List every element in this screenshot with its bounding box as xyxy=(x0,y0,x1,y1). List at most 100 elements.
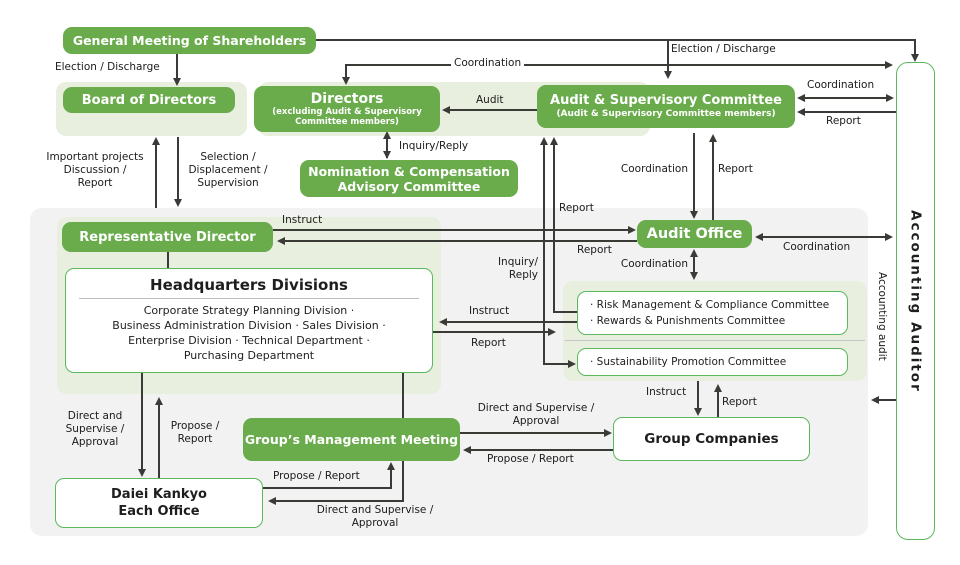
edge-auditor-asc-report xyxy=(801,111,896,113)
committees-divider xyxy=(565,340,865,341)
node-accounting-auditor: Accounting Auditor xyxy=(896,62,935,540)
edge-daiei-hq-arrowhead xyxy=(155,397,163,405)
edge-directors-nomination-arrowhead-up xyxy=(383,131,391,139)
node-group-companies: Group Companies xyxy=(613,417,810,461)
edge-gmm-gc-arrowhead xyxy=(604,429,612,437)
edge-asc-sustainability-v xyxy=(543,144,545,364)
node-representative-director: Representative Director xyxy=(62,222,273,252)
edge-daiei-hq-propose xyxy=(158,404,160,478)
node-risk-committees-label: · Risk Management & Compliance Committee… xyxy=(590,299,830,327)
edge-hq-daiei-arrowhead xyxy=(138,469,146,477)
node-daiei-label: Daiei Kankyo Each Office xyxy=(111,487,207,519)
edge-gmm-daiei-arrowhead xyxy=(268,497,276,505)
edge-directors-nomination-arrowhead-down xyxy=(383,151,391,159)
edge-committees-asc-v xyxy=(553,144,555,313)
edge-gms-board-arrowhead xyxy=(173,78,181,86)
edge-daiei-gmm-h xyxy=(263,487,392,489)
label-propose-report-daiei-gmm: Propose / Report xyxy=(273,470,360,482)
node-rep-director-label: Representative Director xyxy=(79,229,256,245)
node-group-management-meeting: Group’s Management Meeting xyxy=(243,418,460,461)
label-instruct-committees-hq: Instruct xyxy=(469,305,510,317)
label-report-auditoffice-rep: Report xyxy=(577,244,612,256)
edge-rep-hq xyxy=(167,252,169,268)
edge-committees-asc-arrowhead xyxy=(550,137,558,145)
edge-board-rep-arrowhead xyxy=(174,199,182,207)
label-inquiry-reply-top: Inquiry/Reply xyxy=(399,140,469,152)
edge-board-rep-supervision xyxy=(177,137,179,200)
label-inquiry-reply-mid: Inquiry/ Reply xyxy=(497,256,538,282)
node-directors: Directors (excluding Audit & Supervisory… xyxy=(254,86,440,132)
edge-auditoffice-auditor-arrowhead-right xyxy=(885,233,893,241)
label-election-discharge-left: Election / Discharge xyxy=(55,61,160,73)
edge-auditoffice-asc-arrowhead xyxy=(709,134,717,142)
node-directors-sublabel: (excluding Audit & Supervisory Committee… xyxy=(272,106,422,127)
node-board-label: Board of Directors xyxy=(81,92,217,108)
edge-asc-auditor-arrowhead-right xyxy=(886,94,894,102)
edge-auditor-group-audit xyxy=(875,399,896,401)
label-instruct-committee-gc: Instruct xyxy=(646,386,687,398)
edge-auditoffice-asc-report xyxy=(712,141,714,220)
node-gmm-label: Group’s Management Meeting xyxy=(244,432,459,447)
node-board-of-directors: Board of Directors xyxy=(63,87,235,113)
edge-committees-hq-instruct xyxy=(443,321,577,323)
edge-rep-board-report xyxy=(155,144,157,208)
label-audit: Audit xyxy=(476,94,504,106)
edge-committee-gc-arrowhead xyxy=(694,408,702,416)
edge-gc-gmm-arrowhead xyxy=(463,446,471,454)
edge-asc-directors-audit xyxy=(446,109,537,111)
edge-hq-gmm xyxy=(402,373,404,418)
label-propose-report-gc-gmm: Propose / Report xyxy=(487,453,574,465)
node-hq-title: Headquarters Divisions xyxy=(150,276,348,294)
label-coordination-auditoffice-committees: Coordination xyxy=(620,258,688,270)
edge-auditor-asc-report-arrowhead xyxy=(797,108,805,116)
node-general-meeting: General Meeting of Shareholders xyxy=(63,27,316,54)
node-headquarters-divisions: Headquarters Divisions Corporate Strateg… xyxy=(65,268,433,373)
edge-daiei-gmm-v xyxy=(390,467,392,489)
edge-auditoffice-committees xyxy=(693,254,695,276)
edge-directors-auditor-drop xyxy=(345,64,347,78)
edge-committee-gc-instruct xyxy=(697,381,699,408)
label-coordination-directors-auditor: Coordination xyxy=(451,57,525,71)
node-accounting-auditor-label: Accounting Auditor xyxy=(907,209,924,393)
label-coordination-asc-auditoffice: Coordination xyxy=(620,163,688,175)
node-audit-office-label: Audit Office xyxy=(646,226,743,242)
edge-asc-auditoffice-arrowhead xyxy=(690,211,698,219)
edge-asc-sustainability-arrowhead-right xyxy=(568,360,576,368)
edge-gms-auditor xyxy=(316,39,916,41)
edge-directors-auditor-arrowhead-down xyxy=(342,77,350,85)
label-selection-displacement: Selection / Displacement / Supervision xyxy=(188,151,268,190)
edge-gms-asc-arrowhead xyxy=(664,71,672,79)
label-direct-supervise-hq-daiei: Direct and Supervise / Approval xyxy=(65,410,125,449)
edge-gms-auditor-arrowhead xyxy=(911,54,919,62)
edge-auditor-group-arrowhead xyxy=(871,396,879,404)
edge-asc-auditor-coordination xyxy=(801,97,889,99)
label-coordination-auditoffice-auditor: Coordination xyxy=(783,241,851,253)
node-asc-label: Audit & Supervisory Committee xyxy=(550,93,782,108)
edge-directors-auditor xyxy=(345,64,885,66)
node-audit-office: Audit Office xyxy=(637,220,752,248)
node-sustainability-committee: · Sustainability Promotion Committee xyxy=(577,348,848,376)
node-daiei-kankyo-office: Daiei Kankyo Each Office xyxy=(55,478,263,528)
node-general-meeting-label: General Meeting of Shareholders xyxy=(72,33,307,48)
edge-gc-committee-report xyxy=(717,391,719,417)
edge-hq-report xyxy=(433,331,549,333)
edge-rep-auditoffice-arrowhead xyxy=(628,226,636,234)
node-nomination-label: Nomination & Compensation Advisory Commi… xyxy=(308,163,510,194)
edge-auditoffice-auditor xyxy=(759,236,887,238)
label-accounting-audit: Accounting audit xyxy=(876,272,889,361)
edge-gc-gmm-propose xyxy=(467,449,613,451)
edge-auditoffice-rep-arrowhead xyxy=(277,237,285,245)
edge-gms-asc-drop xyxy=(667,41,669,71)
edge-hq-report-arrowhead xyxy=(548,328,556,336)
hq-title-divider xyxy=(79,298,419,299)
label-report-auditor-asc: Report xyxy=(826,115,861,127)
label-direct-supervise-gmm-gc: Direct and Supervise / Approval xyxy=(477,402,595,428)
label-coordination-asc-auditor: Coordination xyxy=(807,79,875,91)
edge-gmm-daiei-v xyxy=(402,461,404,500)
node-sustainability-label: · Sustainability Promotion Committee xyxy=(590,356,787,368)
label-direct-supervise-gmm-daiei: Direct and Supervise / Approval xyxy=(316,504,434,530)
edge-asc-auditor-arrowhead-left xyxy=(797,94,805,102)
edge-directors-nomination xyxy=(386,136,388,158)
node-directors-label: Directors xyxy=(310,90,384,107)
label-important-projects: Important projects Discussion / Report xyxy=(46,151,144,190)
